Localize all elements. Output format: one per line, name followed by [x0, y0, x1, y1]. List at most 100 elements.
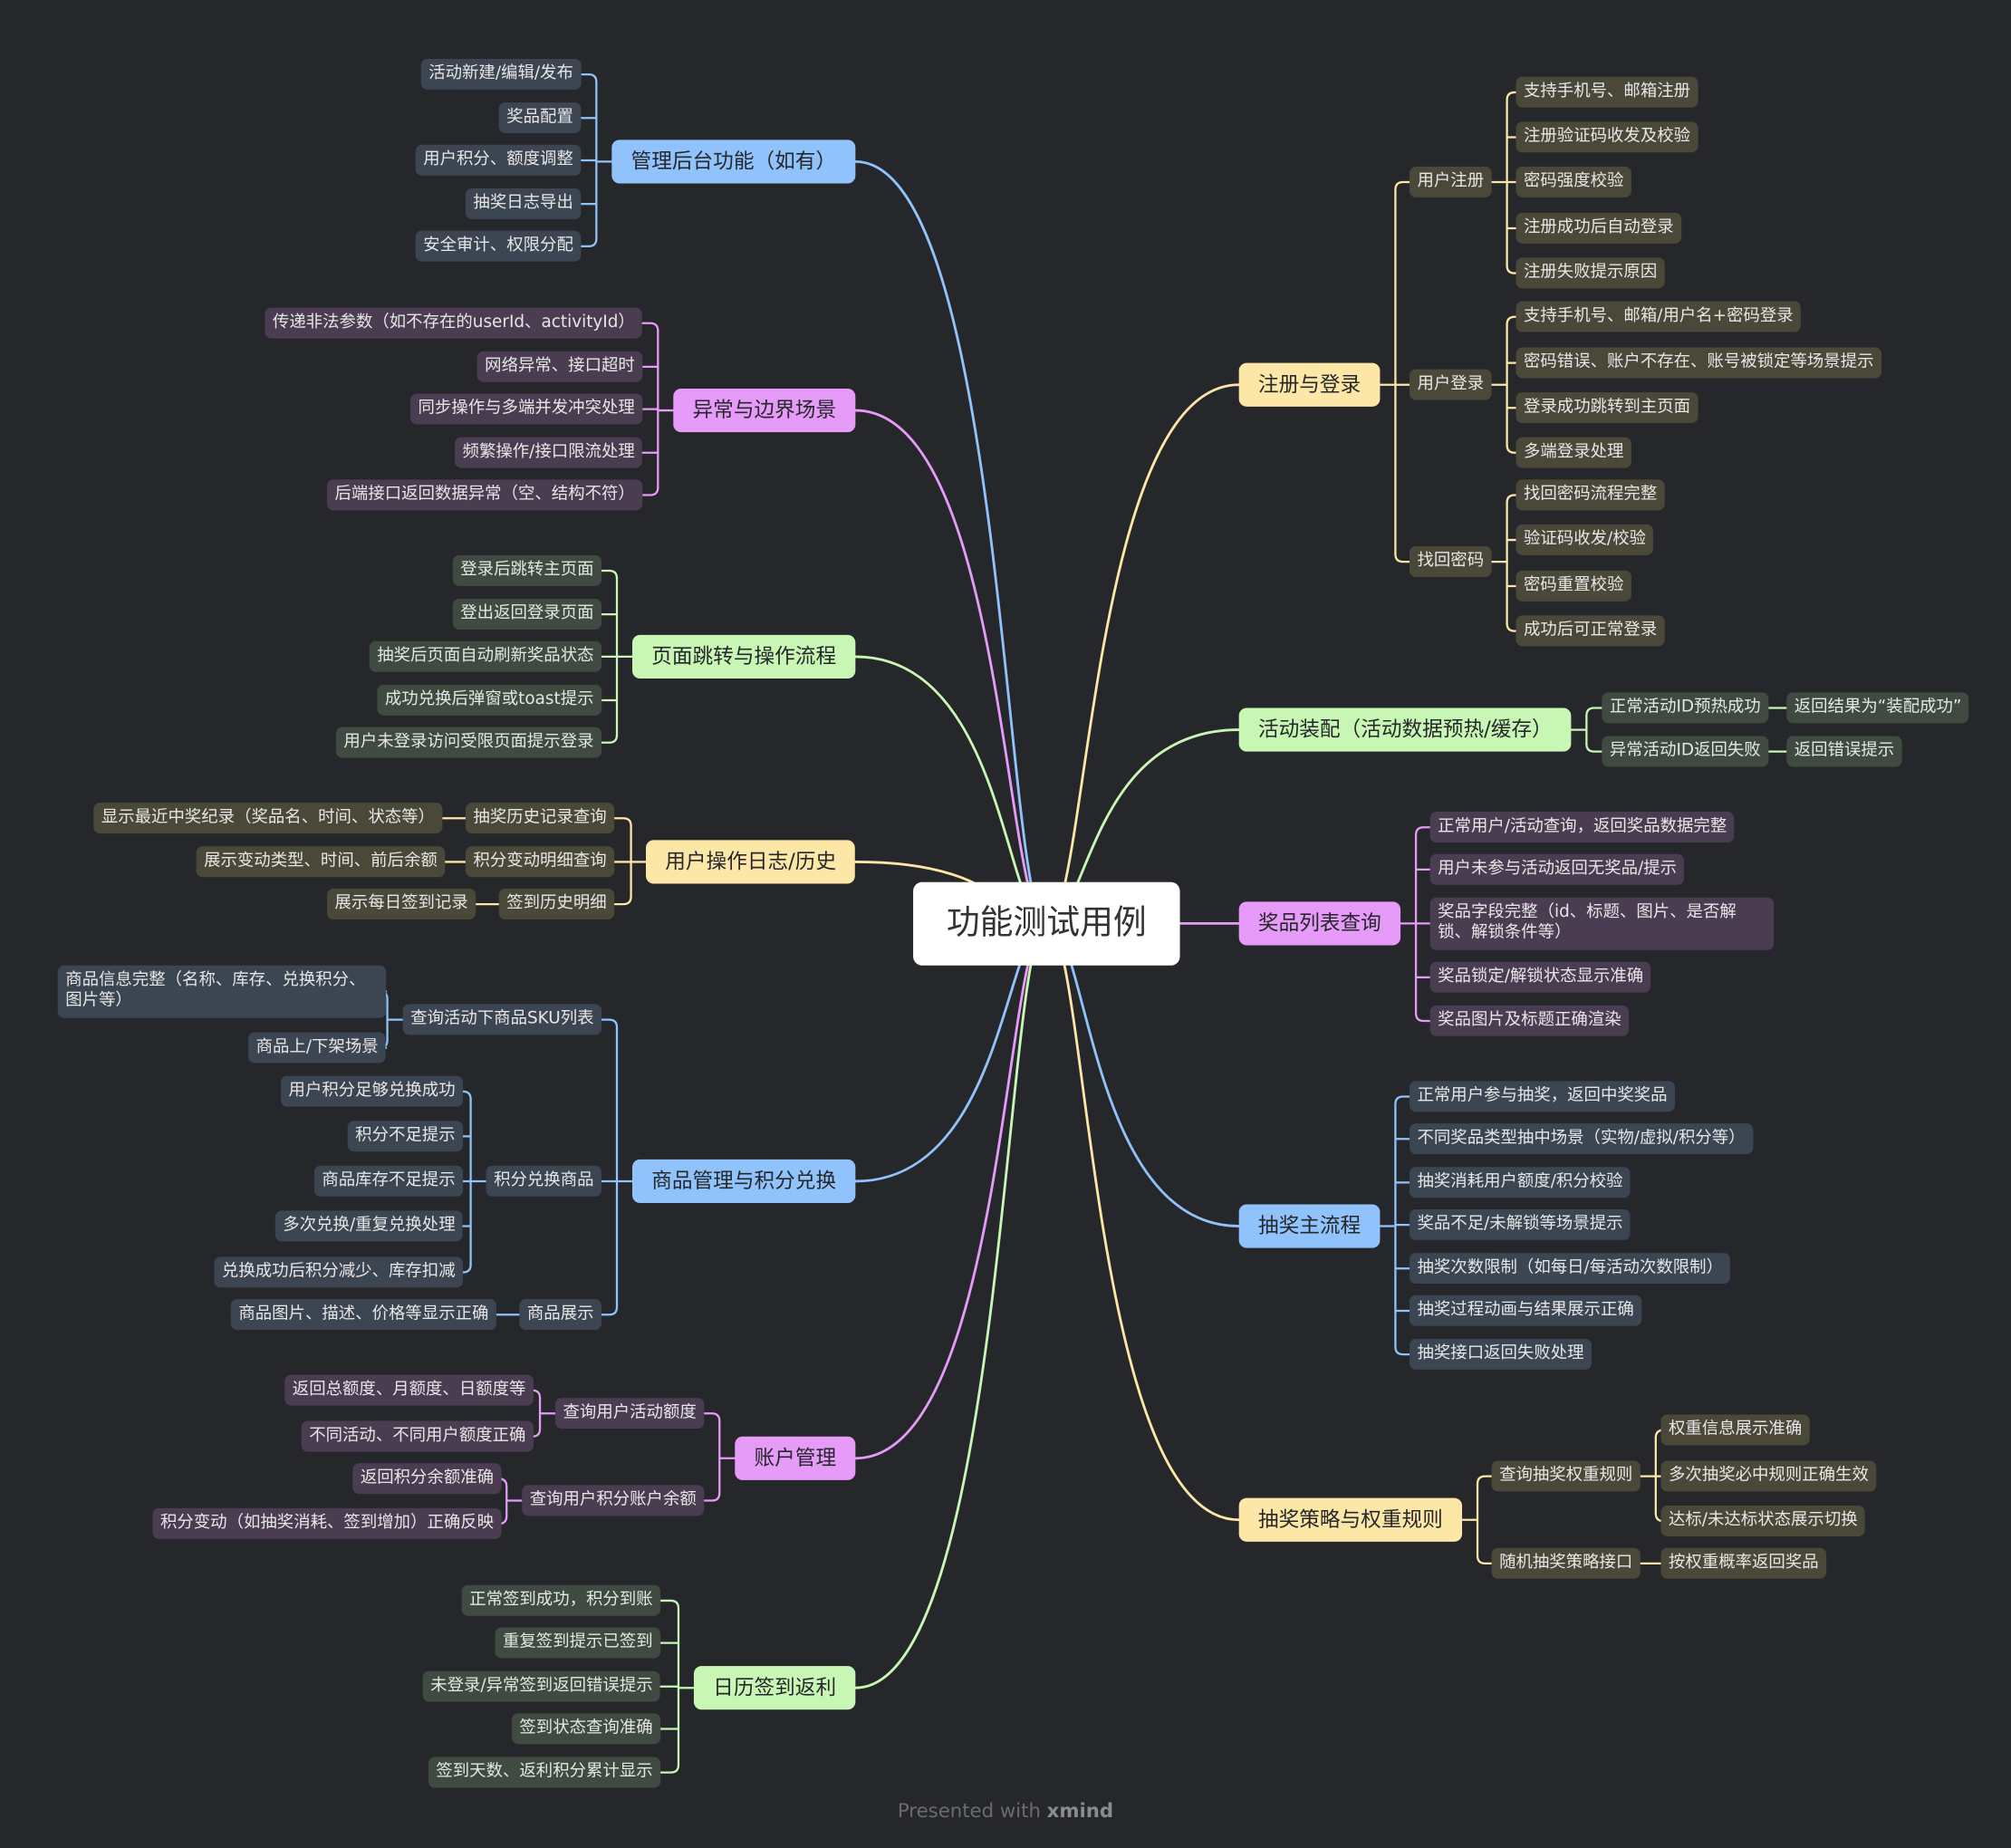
branch-5[interactable]: 管理后台功能（如有）	[611, 140, 856, 184]
branch-10[interactable]: 账户管理	[735, 1436, 856, 1480]
branch-6-item-4[interactable]: 后端接口返回数据异常（空、结构不符）	[327, 479, 643, 511]
branch-4-item-0-leaf-2[interactable]: 达标/未达标状态展示切换	[1660, 1505, 1866, 1537]
sub-bracket-6-link-0	[641, 322, 659, 332]
branch-9-item-0[interactable]: 查询活动下商品SKU列表	[402, 1004, 602, 1035]
branch-7-item-1[interactable]: 登出返回登录页面	[452, 599, 602, 630]
branch-8-item-2-leaf-0[interactable]: 展示每日签到记录	[327, 888, 476, 920]
branch-9-item-1[interactable]: 积分兑换商品	[486, 1165, 602, 1198]
root-topic[interactable]: 功能测试用例	[913, 881, 1180, 966]
branch-3-item-5[interactable]: 抽奖过程动画与结果展示正确	[1409, 1295, 1642, 1327]
branch-8-item-1-leaf-0[interactable]: 展示变动类型、时间、前后余额	[196, 846, 446, 878]
branch-1-item-1[interactable]: 异常活动ID返回失败	[1602, 736, 1769, 767]
branch-2-item-4[interactable]: 奖品图片及标题正确渲染	[1429, 1005, 1630, 1037]
branch-9-item-2[interactable]: 商品展示	[519, 1299, 602, 1331]
sub-bracket-11-link-4	[659, 1764, 680, 1774]
sub-bracket-3-link-0	[1394, 1095, 1411, 1106]
leaf-bracket-0-2-link-3	[1506, 621, 1517, 632]
sub-bracket-9-link-2	[600, 1305, 619, 1316]
branch-2[interactable]: 奖品列表查询	[1238, 901, 1401, 946]
branch-3-item-4[interactable]: 抽奖次数限制（如每日/每活动次数限制）	[1409, 1253, 1731, 1285]
branch-9-item-0-leaf-1[interactable]: 商品上/下架场景	[248, 1032, 387, 1064]
branch-0[interactable]: 注册与登录	[1238, 362, 1381, 407]
branch-6[interactable]: 异常与边界场景	[673, 388, 856, 433]
branch-9-item-1-leaf-1[interactable]: 积分不足提示	[347, 1121, 464, 1152]
branch-11-item-0[interactable]: 正常签到成功，积分到账	[461, 1584, 661, 1617]
branch-3-item-6[interactable]: 抽奖接口返回失败处理	[1409, 1338, 1592, 1371]
branch-10-item-1-leaf-0[interactable]: 返回积分余额准确	[352, 1463, 502, 1495]
branch-10-item-1[interactable]: 查询用户积分账户余额	[522, 1485, 705, 1516]
branch-3[interactable]: 抽奖主流程	[1238, 1204, 1381, 1248]
branch-0-item-2-leaf-0[interactable]: 找回密码流程完整	[1515, 479, 1665, 511]
branch-0-item-0-leaf-2[interactable]: 密码强度校验	[1515, 166, 1631, 198]
branch-9-item-1-leaf-3[interactable]: 多次兑换/重复兑换处理	[274, 1210, 464, 1242]
branch-0-item-0[interactable]: 用户注册	[1409, 166, 1492, 198]
branch-3-item-0[interactable]: 正常用户参与抽奖，返回中奖奖品	[1409, 1081, 1676, 1112]
branch-4-item-1-leaf-0[interactable]: 按权重概率返回奖品	[1660, 1547, 1827, 1580]
branch-6-item-0[interactable]: 传递非法参数（如不存在的userId、activityId）	[265, 307, 643, 339]
branch-11[interactable]: 日历签到返利	[693, 1666, 856, 1710]
branch-10-item-1-leaf-1[interactable]: 积分变动（如抽奖消耗、签到增加）正确反映	[152, 1507, 502, 1540]
branch-1[interactable]: 活动装配（活动数据预热/缓存）	[1238, 707, 1572, 752]
branch-4-item-0-leaf-0[interactable]: 权重信息展示准确	[1660, 1414, 1810, 1446]
branch-5-item-1[interactable]: 奖品配置	[498, 102, 582, 134]
branch-2-item-1[interactable]: 用户未参与活动返回无奖品/提示	[1429, 853, 1685, 886]
branch-9[interactable]: 商品管理与积分兑换	[631, 1159, 856, 1204]
branch-11-item-4[interactable]: 签到天数、返利积分累计显示	[428, 1757, 661, 1788]
branch-9-item-1-leaf-4[interactable]: 兑换成功后积分减少、库存扣减	[214, 1256, 464, 1288]
branch-10-item-0-leaf-0[interactable]: 返回总额度、月额度、日额度等	[284, 1374, 534, 1406]
branch-4-item-0[interactable]: 查询抽奖权重规则	[1491, 1460, 1641, 1492]
branch-8-item-0[interactable]: 抽奖历史记录查询	[465, 803, 615, 834]
branch-0-item-0-leaf-4[interactable]: 注册失败提示原因	[1515, 257, 1665, 289]
branch-0-item-2[interactable]: 找回密码	[1409, 545, 1492, 578]
branch-5-item-4[interactable]: 安全审计、权限分配	[415, 230, 582, 263]
branch-1-item-1-leaf-0[interactable]: 返回错误提示	[1786, 736, 1902, 767]
branch-0-item-1-leaf-0[interactable]: 支持手机号、邮箱/用户名+密码登录	[1515, 301, 1802, 332]
branch-7-item-4[interactable]: 用户未登录访问受限页面提示登录	[335, 727, 602, 758]
branch-9-item-1-leaf-0[interactable]: 用户积分足够兑换成功	[281, 1075, 464, 1108]
branch-0-item-0-leaf-1[interactable]: 注册验证码收发及校验	[1515, 121, 1698, 153]
branch-11-item-1[interactable]: 重复签到提示已签到	[495, 1627, 661, 1659]
branch-4-item-1[interactable]: 随机抽奖策略接口	[1491, 1547, 1641, 1580]
branch-9-item-1-leaf-2[interactable]: 商品库存不足提示	[313, 1165, 464, 1198]
branch-6-item-3[interactable]: 频繁操作/接口限流处理	[455, 437, 643, 468]
branch-2-item-3[interactable]: 奖品锁定/解锁状态显示准确	[1429, 961, 1651, 994]
branch-7-item-0[interactable]: 登录后跳转主页面	[452, 554, 602, 587]
branch-5-item-3[interactable]: 抽奖日志导出	[465, 188, 582, 220]
branch-10-item-0[interactable]: 查询用户活动额度	[555, 1398, 705, 1429]
branch-3-item-1[interactable]: 不同奖品类型抽中场景（实物/虚拟/积分等）	[1409, 1123, 1754, 1155]
branch-8-item-0-leaf-0[interactable]: 显示最近中奖纪录（奖品名、时间、状态等）	[93, 803, 443, 834]
branch-7-item-3[interactable]: 成功兑换后弹窗或toast提示	[377, 684, 602, 717]
branch-4-item-0-leaf-1[interactable]: 多次抽奖必中规则正确生效	[1660, 1460, 1877, 1492]
branch-6-item-2[interactable]: 同步操作与多端并发冲突处理	[410, 393, 643, 425]
branch-4[interactable]: 抽奖策略与权重规则	[1238, 1497, 1463, 1542]
branch-5-item-2[interactable]: 用户积分、额度调整	[415, 144, 582, 177]
branch-0-item-1-leaf-2[interactable]: 登录成功跳转到主页面	[1515, 392, 1698, 424]
branch-0-item-0-leaf-3[interactable]: 注册成功后自动登录	[1515, 212, 1682, 245]
branch-3-item-3[interactable]: 奖品不足/未解锁等场景提示	[1409, 1208, 1631, 1241]
branch-9-item-2-leaf-0[interactable]: 商品图片、描述、价格等显示正确	[230, 1299, 496, 1331]
branch-1-item-0[interactable]: 正常活动ID预热成功	[1602, 692, 1769, 724]
branch-0-item-1-leaf-1[interactable]: 密码错误、账户不存在、账号被锁定等场景提示	[1515, 347, 1882, 379]
branch-0-item-0-leaf-0[interactable]: 支持手机号、邮箱注册	[1515, 76, 1698, 109]
branch-8-item-1[interactable]: 积分变动明细查询	[465, 846, 615, 878]
branch-0-item-2-leaf-2[interactable]: 密码重置校验	[1515, 570, 1631, 602]
branch-0-item-1[interactable]: 用户登录	[1409, 369, 1492, 400]
branch-0-item-2-leaf-1[interactable]: 验证码收发/校验	[1515, 524, 1654, 556]
branch-5-item-0[interactable]: 活动新建/编辑/发布	[420, 58, 582, 91]
branch-9-item-0-leaf-0[interactable]: 商品信息完整（名称、库存、兑换积分、图片等）	[57, 965, 387, 1018]
branch-8[interactable]: 用户操作日志/历史	[645, 840, 856, 884]
branch-2-item-2[interactable]: 奖品字段完整（id、标题、图片、是否解锁、解锁条件等）	[1429, 897, 1775, 950]
branch-10-item-0-leaf-1[interactable]: 不同活动、不同用户额度正确	[301, 1420, 534, 1452]
branch-3-item-2[interactable]: 抽奖消耗用户额度/积分校验	[1409, 1167, 1631, 1198]
branch-11-item-3[interactable]: 签到状态查询准确	[511, 1713, 661, 1745]
branch-2-item-0[interactable]: 正常用户/活动查询，返回奖品数据完整	[1429, 812, 1735, 843]
branch-1-item-0-leaf-0[interactable]: 返回结果为“装配成功”	[1786, 692, 1969, 724]
branch-7-item-2[interactable]: 抽奖后页面自动刷新奖品状态	[369, 640, 602, 673]
branch-0-item-2-leaf-3[interactable]: 成功后可正常登录	[1515, 615, 1665, 647]
branch-7[interactable]: 页面跳转与操作流程	[631, 634, 856, 679]
branch-6-item-1[interactable]: 网络异常、接口超时	[476, 351, 643, 383]
branch-11-item-2[interactable]: 未登录/异常签到返回错误提示	[422, 1670, 661, 1702]
branch-0-item-1-leaf-3[interactable]: 多端登录处理	[1515, 437, 1631, 468]
branch-8-item-2[interactable]: 签到历史明细	[498, 888, 615, 920]
